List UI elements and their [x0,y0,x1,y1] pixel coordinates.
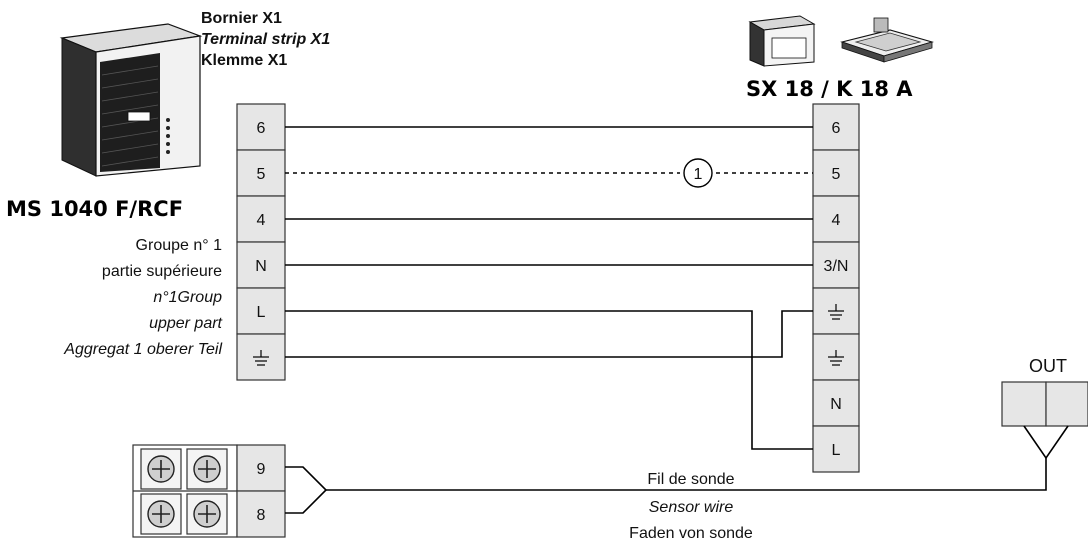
sensor-wire [326,458,1047,491]
sensor-wire-label-fr: Fil de sonde [647,471,734,488]
out-connector: OUT [1001,356,1088,460]
indoor-terminal-n: N [830,396,842,413]
wires [285,126,813,450]
wire-l [285,310,813,450]
ceiling-cassette-icon [840,17,934,63]
group-label-fr-2: partie supérieure [102,263,222,280]
note-circle [683,158,713,188]
sensor-wire-fork [285,466,328,514]
terminal-strip-label-en: Terminal strip X1 [201,31,330,48]
screw-terminal-icon [140,493,182,535]
sensor-terminal-9: 9 [257,461,266,478]
out-label: OUT [1029,356,1067,376]
wire-ground [285,310,813,358]
sensor-wire-label-en: Sensor wire [649,499,734,516]
group-label-fr-1: Groupe n° 1 [136,237,223,254]
indoor-terminal-6: 6 [832,120,841,137]
indoor-terminal-4: 4 [832,212,841,229]
terminal-strip-label-fr: Bornier X1 [201,10,282,27]
outdoor-unit-icon [59,23,203,177]
note-number: 1 [694,166,703,183]
indoor-terminal-5: 5 [832,166,841,183]
terminal-strip-x1: 6 5 4 N L [236,103,286,381]
group-label-en-2: upper part [149,315,222,332]
x1-terminal-n: N [255,258,267,275]
out-wire-fork [1023,425,1069,460]
indoor-terminal-l: L [832,442,841,459]
sensor-connector: 9 8 [132,444,286,538]
x1-terminal-5: 5 [257,166,266,183]
outdoor-unit-model: MS 1040 F/RCF [6,197,183,221]
sensor-wire-label-de: Faden von sonde [629,525,753,542]
indoor-unit-model: SX 18 / K 18 A [746,77,913,101]
terminal-strip-label-de: Klemme X1 [201,52,287,69]
group-label-en-1: n°1Group [153,289,222,306]
group-label-de: Aggregat 1 oberer Teil [63,341,222,358]
screw-terminal-icon [186,448,228,490]
x1-terminal-l: L [257,304,266,321]
indoor-terminal-3n: 3/N [824,258,849,275]
floor-console-icon [748,15,816,67]
x1-terminal-4: 4 [257,212,266,229]
sensor-terminal-8: 8 [257,507,266,524]
indoor-terminal-strip: 6 5 4 3/N N L [812,103,860,473]
x1-terminal-6: 6 [257,120,266,137]
screw-terminal-icon [140,448,182,490]
screw-terminal-icon [186,493,228,535]
